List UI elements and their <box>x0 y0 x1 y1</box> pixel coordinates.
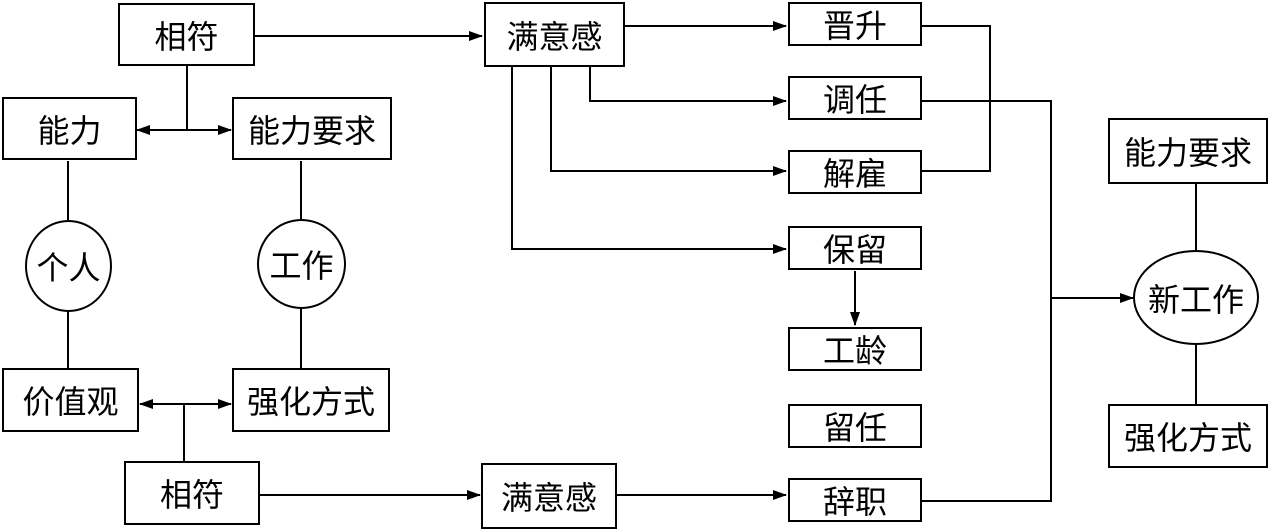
connector-transfer-resign <box>922 100 1052 502</box>
new-ability-req-label: 能力要求 <box>1123 134 1252 172</box>
arrow-satisfaction-to-transfer <box>589 67 787 106</box>
arrow-satisfaction-to-dismissal <box>550 67 787 176</box>
satisfaction-top-label: 满意感 <box>506 17 603 56</box>
ability-req-label: 能力要求 <box>247 111 376 150</box>
match-top-box: 相符 <box>118 3 255 66</box>
satisfaction-bottom-box: 满意感 <box>481 463 617 529</box>
transfer-label: 调任 <box>822 81 887 119</box>
ability-box: 能力 <box>2 97 137 160</box>
dismissal-box: 解雇 <box>788 150 922 194</box>
satisfaction-bottom-label: 满意感 <box>500 479 597 517</box>
satisfaction-top-box: 满意感 <box>484 2 625 67</box>
transfer-box: 调任 <box>788 76 922 120</box>
retention-box: 保留 <box>788 226 922 270</box>
stay-box: 留任 <box>788 404 922 448</box>
match-top-label: 相符 <box>154 17 219 56</box>
job-circle: 工作 <box>257 219 346 309</box>
new-reinforcer-label: 强化方式 <box>1123 419 1252 457</box>
resign-label: 辞职 <box>822 483 887 521</box>
values-label: 价值观 <box>22 383 119 421</box>
resign-box: 辞职 <box>788 478 922 522</box>
promotion-label: 晋升 <box>822 7 887 45</box>
retention-label: 保留 <box>822 231 887 269</box>
ability-label: 能力 <box>37 111 102 150</box>
new-job-circle: 新工作 <box>1133 250 1259 345</box>
new-job-label: 新工作 <box>1147 280 1244 319</box>
job-label: 工作 <box>269 247 334 285</box>
ability-req-box: 能力要求 <box>232 97 392 160</box>
stay-label: 留任 <box>822 409 887 447</box>
values-box: 价值观 <box>2 368 139 432</box>
match-bottom-label: 相符 <box>159 476 224 514</box>
match-bottom-box: 相符 <box>124 461 260 525</box>
tenure-label: 工龄 <box>822 332 887 370</box>
arrow-satisfaction-to-retention <box>511 67 787 254</box>
dismissal-label: 解雇 <box>822 155 887 193</box>
promotion-box: 晋升 <box>788 2 922 46</box>
reinforcer-box: 强化方式 <box>232 368 390 432</box>
new-ability-req-box: 能力要求 <box>1108 118 1268 184</box>
person-label: 个人 <box>36 249 101 287</box>
person-circle: 个人 <box>25 220 112 312</box>
reinforcer-label: 强化方式 <box>246 383 375 421</box>
connector-promotion-dismissal <box>922 25 991 172</box>
tenure-box: 工龄 <box>788 327 922 371</box>
new-reinforcer-box: 强化方式 <box>1108 404 1268 468</box>
